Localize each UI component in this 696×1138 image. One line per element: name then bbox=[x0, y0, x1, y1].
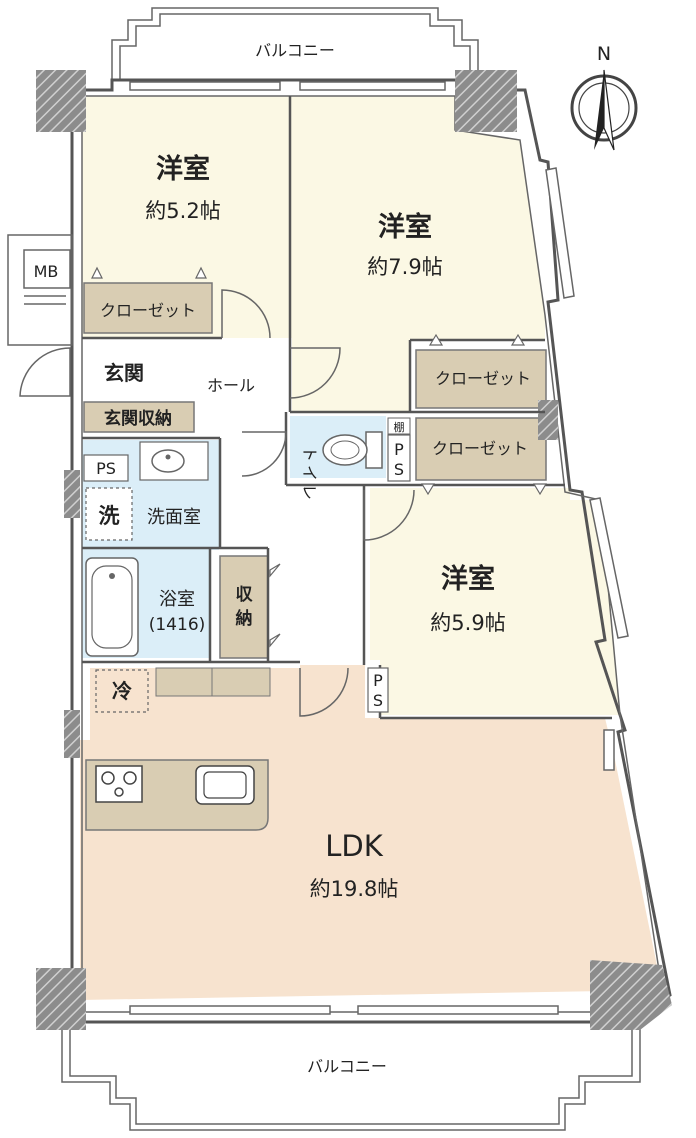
entrance-label: 玄関 bbox=[104, 361, 144, 385]
compass-label: N bbox=[597, 43, 611, 65]
balcony-top-label: バルコニー bbox=[255, 41, 335, 60]
western-room-2 bbox=[292, 96, 545, 412]
western-room-1-name: 洋室 bbox=[156, 153, 210, 185]
room-fills bbox=[80, 96, 662, 1000]
western-room-3-size: 約5.9帖 bbox=[430, 611, 505, 635]
mb-label: MB bbox=[34, 262, 59, 281]
ps-toilet-p: P bbox=[394, 440, 404, 459]
balcony-top: バルコニー bbox=[111, 7, 479, 80]
windows bbox=[129, 81, 629, 1015]
hall-label: ホール bbox=[207, 376, 255, 395]
ps-bed-s: S bbox=[373, 691, 383, 710]
interior-walls bbox=[70, 96, 612, 720]
western-room-2-size: 約7.9帖 bbox=[367, 255, 442, 279]
appliance-spaces: 洗 冷 bbox=[85, 487, 149, 713]
counter-cabinet-2 bbox=[211, 667, 271, 697]
closet-2 bbox=[415, 349, 547, 409]
washbasin-icon bbox=[139, 441, 209, 481]
closet-3 bbox=[415, 417, 547, 481]
washroom-label: 洗面室 bbox=[147, 507, 201, 528]
shelf-label: 棚 bbox=[394, 420, 405, 434]
storage-label-1: 収 bbox=[236, 585, 254, 605]
shoe-storage-label: 玄関収納 bbox=[104, 408, 172, 429]
balcony-bottom: バルコニー bbox=[61, 1028, 641, 1131]
closet-markers bbox=[91, 266, 548, 648]
balcony-bottom-label: バルコニー bbox=[307, 1057, 387, 1076]
fridge-label: 冷 bbox=[112, 679, 132, 703]
mb-box: MB bbox=[7, 234, 73, 346]
bathtub-icon bbox=[85, 557, 139, 657]
stove-icon bbox=[95, 765, 143, 803]
western-room-1-size: 約5.2帖 bbox=[145, 199, 220, 223]
shoe-storage bbox=[83, 401, 195, 433]
washer-space bbox=[85, 487, 133, 541]
fridge-space bbox=[95, 669, 149, 713]
counter-cabinet-1 bbox=[155, 667, 213, 697]
storage-label-2: 納 bbox=[236, 608, 253, 629]
western-room-1 bbox=[82, 96, 292, 338]
closet-1-label: クローゼット bbox=[100, 301, 196, 320]
toilet-label: トイレ bbox=[300, 446, 319, 503]
structural-columns bbox=[36, 70, 672, 1030]
ps-bed-p: P bbox=[373, 671, 383, 690]
ldk-name: LDK bbox=[325, 829, 383, 863]
doors bbox=[19, 289, 415, 717]
bathroom-label: 浴室 bbox=[159, 589, 195, 610]
ps-label-1: PS bbox=[96, 459, 116, 478]
washer-label: 洗 bbox=[99, 504, 120, 528]
bathroom-code: (1416) bbox=[149, 615, 206, 635]
storage-closet bbox=[219, 555, 269, 659]
room-labels: 洋室 約5.2帖 洋室 約7.9帖 洋室 約5.9帖 LDK 約19.8帖 クロ… bbox=[100, 153, 531, 901]
closet-3-label: クローゼット bbox=[432, 439, 528, 458]
ps-boxes: PS P S 棚 P S bbox=[83, 417, 411, 713]
ldk-room bbox=[80, 665, 662, 1000]
western-room-2-name: 洋室 bbox=[378, 211, 432, 243]
north-arrow-compass-icon: N bbox=[570, 43, 638, 151]
ps-toilet-s: S bbox=[394, 460, 404, 479]
western-room-3 bbox=[370, 488, 620, 715]
closet-1 bbox=[83, 282, 213, 334]
ldk-size: 約19.8帖 bbox=[310, 877, 399, 901]
sink-icon bbox=[195, 765, 255, 805]
western-room-3-name: 洋室 bbox=[441, 563, 495, 595]
closet-2-label: クローゼット bbox=[435, 369, 531, 388]
toilet-icon bbox=[322, 431, 383, 469]
